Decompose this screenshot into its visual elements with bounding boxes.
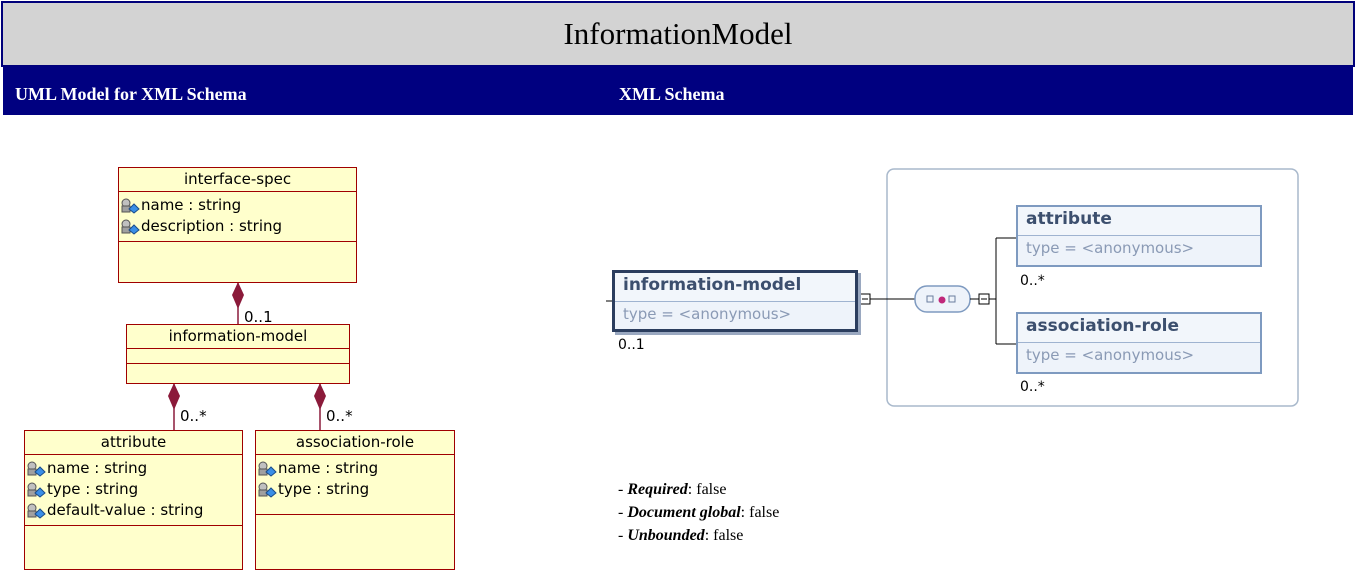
- uml-attribute-row: name : string: [27, 458, 242, 479]
- property-unbounded: - Unbounded: false: [618, 527, 744, 544]
- xsd-element-type: type = <anonymous>: [1026, 346, 1195, 364]
- public-attribute-icon: [27, 461, 46, 477]
- public-attribute-icon: [27, 482, 46, 498]
- public-attribute-icon: [258, 461, 277, 477]
- xsd-section-heading: XML Schema: [619, 84, 725, 104]
- uml-attribute-row: type : string: [27, 479, 242, 500]
- uml-attribute-row: type : string: [258, 479, 454, 500]
- uml-attribute-row: name : string: [121, 195, 356, 216]
- property-document-global: - Document global: false: [618, 504, 780, 521]
- xsd-element-name: attribute: [1018, 207, 1260, 236]
- xsd-multiplicity: 0..*: [1020, 273, 1045, 289]
- multiplicity-label: 0..*: [180, 407, 207, 425]
- uml-attribute-row: default-value : string: [27, 500, 242, 521]
- multiplicity-label: 0..1: [244, 308, 273, 326]
- public-attribute-icon: [121, 219, 140, 235]
- composition-diamond-info: [232, 282, 244, 309]
- uml-class-association-role: association-role name : string type : st…: [255, 430, 455, 570]
- xsd-element-information-model[interactable]: information-model type = <anonymous>: [612, 270, 858, 332]
- uml-diagram: interface-spec name : string description…: [0, 115, 560, 570]
- uml-class-name: attribute: [25, 431, 242, 455]
- composition-diamond-attribute: [168, 383, 180, 410]
- xsd-multiplicity: 0..*: [1020, 379, 1045, 395]
- public-attribute-icon: [27, 503, 46, 519]
- composition-diamond-association: [314, 383, 326, 410]
- element-properties: - Required: false - Document global: fal…: [618, 478, 779, 547]
- xsd-diagram: information-model type = <anonymous> 0..…: [560, 115, 1356, 558]
- uml-class-attributes: name : string type : string default-valu…: [25, 455, 242, 526]
- uml-attribute-row: name : string: [258, 458, 454, 479]
- xsd-element-type: type = <anonymous>: [1026, 239, 1195, 257]
- multiplicity-label: 0..*: [326, 407, 353, 425]
- xsd-element-name: information-model: [615, 273, 855, 302]
- uml-class-name: interface-spec: [119, 168, 356, 192]
- uml-class-name: information-model: [127, 325, 349, 349]
- uml-connectors: [168, 282, 326, 430]
- xsd-element-name: association-role: [1018, 314, 1260, 343]
- uml-class-interface-spec: interface-spec name : string description…: [118, 167, 357, 283]
- uml-class-attribute: attribute name : string type : string de…: [24, 430, 243, 570]
- uml-class-attributes: name : string description : string: [119, 192, 356, 242]
- xsd-element-association-role[interactable]: association-role type = <anonymous>: [1016, 312, 1262, 374]
- uml-section-heading: UML Model for XML Schema: [15, 84, 247, 104]
- page-title: InformationModel: [1, 1, 1355, 67]
- uml-attribute-row: description : string: [121, 216, 356, 237]
- xsd-multiplicity: 0..1: [618, 337, 645, 353]
- uml-class-name: association-role: [256, 431, 454, 455]
- section-header-bar: UML Model for XML Schema XML Schema: [3, 66, 1353, 115]
- uml-class-information-model: information-model: [126, 324, 350, 384]
- uml-class-attributes: [127, 349, 349, 364]
- public-attribute-icon: [258, 482, 277, 498]
- uml-class-attributes: name : string type : string: [256, 455, 454, 515]
- xsd-element-attribute[interactable]: attribute type = <anonymous>: [1016, 205, 1262, 267]
- public-attribute-icon: [121, 198, 140, 214]
- property-required: - Required: false: [618, 481, 727, 498]
- xsd-element-type: type = <anonymous>: [623, 305, 792, 323]
